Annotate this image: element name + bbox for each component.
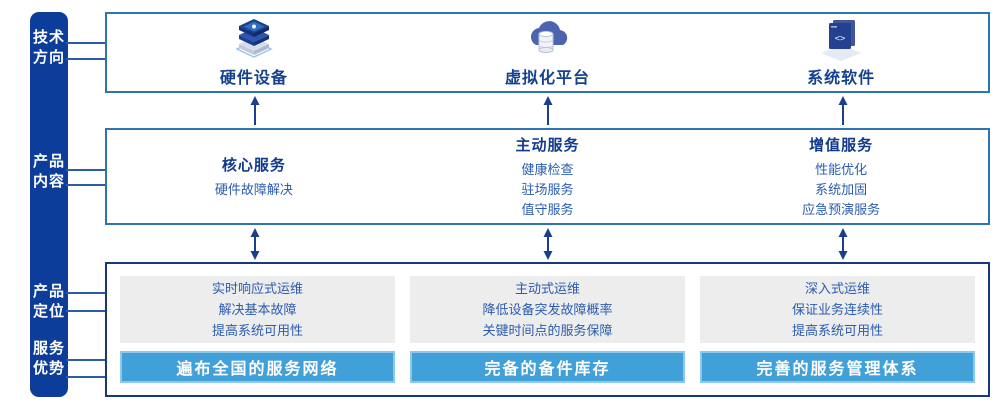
position-panel: 深入式运维 保证业务连续性 提高系统可用性: [700, 276, 975, 343]
product-position-box: 实时响应式运维 解决基本故障 提高系统可用性 遍布全国的服务网络 主动式运维 降…: [105, 262, 990, 397]
connector-line: [66, 359, 106, 361]
position-line: 提高系统可用性: [791, 323, 883, 338]
position-panel: 主动式运维 降低设备突发故障概率 关键时间点的服务保障: [410, 276, 685, 343]
content-item: 应急预演服务: [802, 201, 881, 217]
content-item: 硬件故障解决: [214, 181, 293, 197]
position-column-realtime: 实时响应式运维 解决基本故障 提高系统可用性 遍布全国的服务网络: [120, 276, 395, 383]
position-line: 提高系统可用性: [211, 323, 303, 338]
position-line: 主动式运维: [514, 281, 580, 296]
position-line: 解决基本故障: [218, 302, 297, 317]
sidebar-label-service-advantage: 服务 优势: [30, 339, 68, 379]
software-window-icon: <>: [816, 17, 866, 61]
position-column-deep: 深入式运维 保证业务连续性 提高系统可用性 完善的服务管理体系: [700, 276, 975, 383]
position-line: 保证业务连续性: [791, 302, 883, 317]
position-line: 降低设备突发故障概率: [482, 302, 613, 317]
content-item: 健康检查: [521, 161, 574, 177]
connector-line: [66, 376, 106, 378]
connector-line: [66, 310, 106, 312]
sidebar-label-line: 定位: [32, 303, 65, 320]
content-column-value-added: 增值服务 性能优化 系统加固 应急预演服务: [694, 130, 988, 223]
sidebar-label-line: 优势: [32, 360, 65, 377]
connector-line: [66, 42, 106, 44]
connector-line: [66, 184, 106, 186]
tech-column-software: <> 系统软件: [694, 14, 988, 91]
content-title: 核心服务: [221, 156, 286, 174]
content-item: 性能优化: [815, 161, 868, 177]
content-item: 系统加固: [815, 181, 868, 197]
sidebar-label-line: 产品: [32, 283, 65, 300]
connector-line: [66, 292, 106, 294]
sidebar-label-product-content: 产品 内容: [30, 152, 68, 192]
sidebar-label-line: 方向: [32, 49, 65, 66]
double-arrow-icon: [250, 228, 260, 260]
advantage-banner: 完善的服务管理体系: [700, 351, 975, 383]
position-line: 关键时间点的服务保障: [482, 323, 613, 338]
content-column-core: 核心服务 硬件故障解决: [107, 130, 401, 223]
tech-label-hardware: 硬件设备: [219, 70, 288, 87]
up-arrow-icon: [250, 96, 260, 125]
svg-text:<>: <>: [835, 34, 846, 44]
tech-label-software: 系统软件: [807, 70, 876, 87]
content-item: 值守服务: [521, 201, 574, 217]
tech-column-hardware: 硬件设备: [107, 14, 401, 91]
connector-line: [66, 58, 106, 60]
double-arrow-icon: [838, 228, 848, 260]
tech-column-virtualization: 虚拟化平台: [401, 14, 695, 91]
double-arrow-icon: [543, 228, 553, 260]
sidebar-label-product-position: 产品 定位: [30, 282, 68, 322]
tech-direction-box: 硬件设备 虚拟化平台: [105, 12, 990, 93]
position-line: 实时响应式运维: [211, 281, 303, 296]
cloud-platform-icon: [523, 17, 573, 61]
sidebar-label-line: 技术: [32, 29, 65, 46]
sidebar-label-line: 内容: [32, 173, 65, 190]
content-title: 主动服务: [515, 136, 580, 154]
up-arrow-icon: [543, 96, 553, 125]
position-panel: 实时响应式运维 解决基本故障 提高系统可用性: [120, 276, 395, 343]
position-column-proactive: 主动式运维 降低设备突发故障概率 关键时间点的服务保障 完备的备件库存: [410, 276, 685, 383]
sidebar-label-tech-direction: 技术 方向: [30, 28, 68, 68]
connector-line: [66, 169, 106, 171]
content-column-proactive: 主动服务 健康检查 驻场服务 值守服务: [401, 130, 695, 223]
content-title: 增值服务: [809, 136, 874, 154]
tech-label-virtualization: 虚拟化平台: [505, 70, 591, 87]
advantage-banner: 完备的备件库存: [410, 351, 685, 383]
sidebar-bar: [30, 12, 68, 397]
up-arrow-icon: [838, 96, 848, 125]
content-item: 驻场服务: [521, 181, 574, 197]
advantage-banner: 遍布全国的服务网络: [120, 351, 395, 383]
position-line: 深入式运维: [804, 281, 870, 296]
sidebar-label-line: 产品: [32, 153, 65, 170]
server-stack-icon: [229, 17, 279, 61]
sidebar-label-line: 服务: [32, 340, 65, 357]
product-content-box: 核心服务 硬件故障解决 主动服务 健康检查 驻场服务 值守服务 增值服务 性能优…: [105, 128, 990, 225]
